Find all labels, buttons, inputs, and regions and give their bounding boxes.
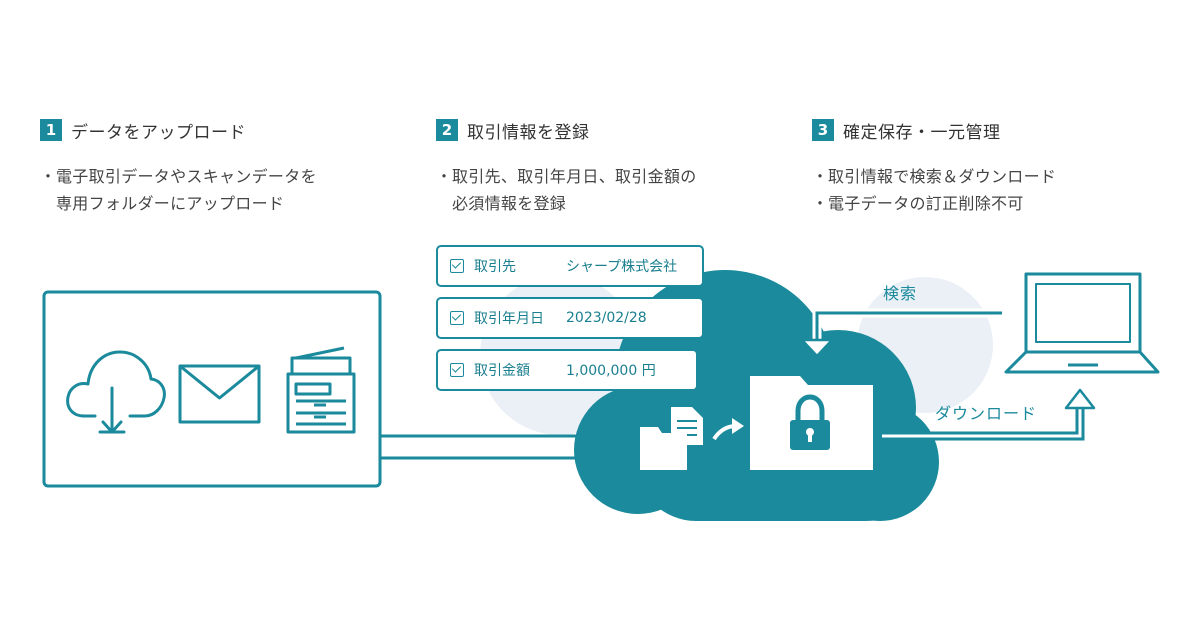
search-flow-arrow xyxy=(800,308,1002,358)
download-label: ダウンロード xyxy=(935,404,1038,423)
field-counterparty: 取引先 シャープ株式会社 xyxy=(436,245,704,287)
bullet: ・ xyxy=(40,167,57,186)
field-amount: 取引金額 1,000,000 円 xyxy=(436,349,698,391)
lock-folder-icon xyxy=(750,376,873,470)
bullet: ・ xyxy=(436,167,453,186)
source-box xyxy=(42,290,382,488)
step-1-number: 1 xyxy=(40,119,62,141)
folder-icon xyxy=(640,427,687,470)
field-transaction-date: 取引年月日 2023/02/28 xyxy=(436,297,704,339)
step-3-number: 3 xyxy=(812,119,834,141)
download-flow-arrow xyxy=(882,388,1096,441)
step-1-line-1: 電子取引データやスキャンデータを xyxy=(56,167,317,186)
field-value: 1,000,000 円 xyxy=(566,363,656,379)
step-2-line-2: 必須情報を登録 xyxy=(452,194,567,213)
step-1: 1 データをアップロード ・電子取引データやスキャンデータを 専用フォルダーにア… xyxy=(40,117,317,217)
field-label: 取引年月日 xyxy=(474,311,544,327)
step-2-number: 2 xyxy=(436,119,458,141)
search-label: 検索 xyxy=(883,284,918,303)
cloud-download-icon xyxy=(66,350,166,434)
field-value: シャープ株式会社 xyxy=(566,259,678,275)
step-2: 2 取引情報を登録 ・取引先、取引年月日、取引金額の 必須情報を登録 xyxy=(436,117,697,217)
envelope-icon xyxy=(178,364,261,424)
move-arrow-icon xyxy=(712,418,744,441)
field-label: 取引先 xyxy=(474,259,516,275)
step-3-line-1: 取引情報で検索＆ダウンロード xyxy=(828,167,1057,186)
step-1-line-2: 専用フォルダーにアップロード xyxy=(56,194,285,213)
upload-flow-arrow xyxy=(380,425,628,469)
step-3-line-2: 電子データの訂正削除不可 xyxy=(828,194,1024,213)
step-1-title: データをアップロード xyxy=(71,122,246,143)
check-icon xyxy=(450,311,464,325)
field-label: 取引金額 xyxy=(474,363,530,379)
step-3: 3 確定保存・一元管理 ・取引情報で検索＆ダウンロード ・電子データの訂正削除不… xyxy=(812,117,1056,217)
step-2-title: 取引情報を登録 xyxy=(467,122,590,143)
check-icon xyxy=(450,363,464,377)
step-3-title: 確定保存・一元管理 xyxy=(843,122,1001,143)
step-2-line-1: 取引先、取引年月日、取引金額の xyxy=(452,167,697,186)
check-icon xyxy=(450,259,464,273)
bullet: ・ xyxy=(812,194,829,213)
multifunction-printer-icon xyxy=(286,346,356,434)
laptop-icon xyxy=(1004,272,1160,374)
bullet: ・ xyxy=(812,167,829,186)
field-value: 2023/02/28 xyxy=(566,310,647,326)
